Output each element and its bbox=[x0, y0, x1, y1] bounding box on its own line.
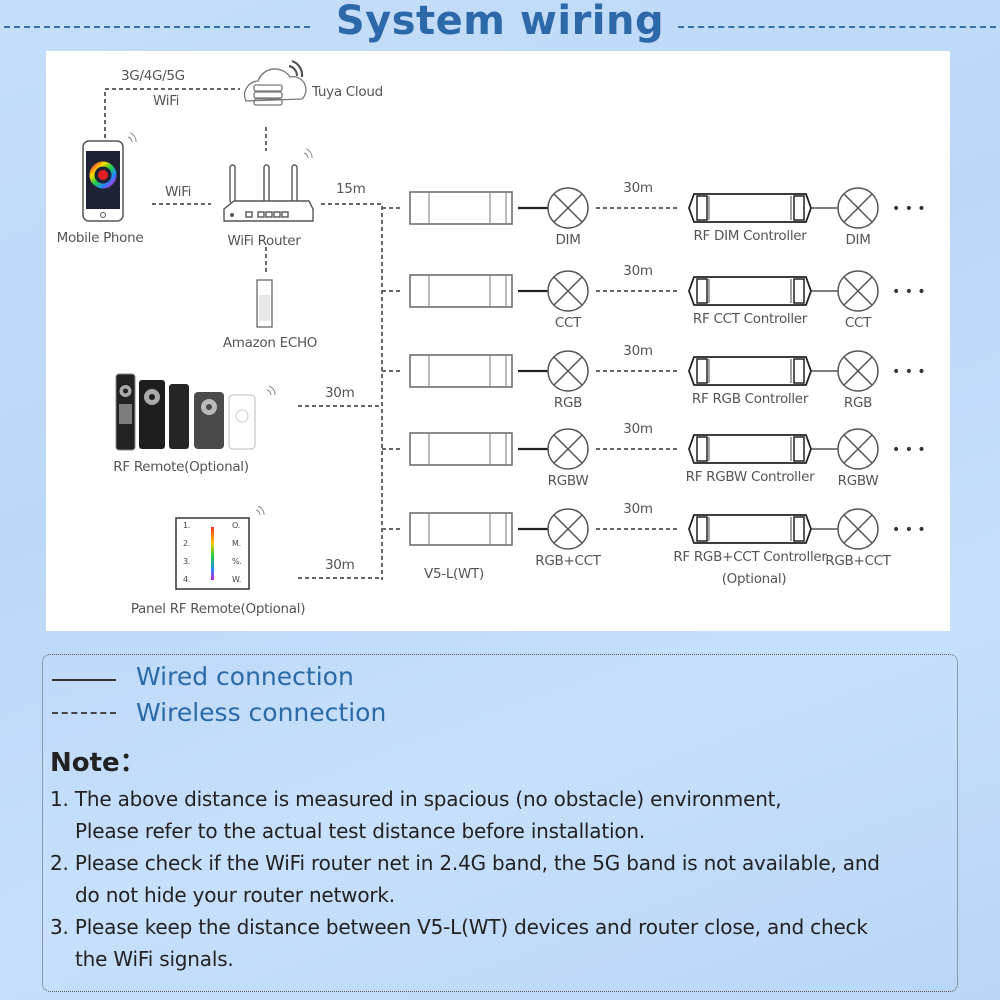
rf-controller-note: (Optional) bbox=[721, 571, 787, 587]
wired-line-sample bbox=[52, 679, 116, 681]
rf-controller-label: RF RGB Controller bbox=[691, 391, 809, 407]
lamp-label: RGB bbox=[553, 395, 583, 411]
rf-controller-icon bbox=[688, 276, 812, 306]
lamp-label: RGB+CCT bbox=[825, 553, 891, 569]
note-line-3b: the WiFi signals. bbox=[75, 947, 234, 971]
panel-key-right: %. bbox=[232, 557, 242, 566]
panel-remote-label: Panel RF Remote(Optional) bbox=[130, 601, 306, 617]
lamp-label: RGBW bbox=[547, 473, 589, 489]
rf-distance-label: 30m bbox=[623, 180, 653, 196]
tuya-cloud-label: Tuya Cloud bbox=[312, 84, 383, 100]
panel-remote-distance-label: 30m bbox=[325, 557, 355, 573]
panel-key-right: O. bbox=[232, 521, 240, 530]
v5-device-icon bbox=[409, 191, 513, 225]
rf-remote-label: RF Remote(Optional) bbox=[113, 459, 249, 475]
more-icon: • • • bbox=[892, 522, 926, 538]
lamp-icon bbox=[837, 270, 879, 312]
amazon-echo-icon bbox=[256, 279, 273, 328]
title-row: System wiring bbox=[0, 0, 1000, 48]
wifi-router-icon bbox=[223, 148, 314, 222]
rf-controller-icon bbox=[688, 356, 812, 386]
lamp-icon bbox=[547, 270, 589, 312]
lamp-label: RGBW bbox=[837, 473, 879, 489]
note-line-3: 3. Please keep the distance between V5-L… bbox=[50, 915, 868, 939]
panel-key-left: 4. bbox=[183, 575, 191, 584]
phone-router-label: WiFi bbox=[165, 184, 192, 200]
rf-controller-label: RF RGBW Controller bbox=[685, 469, 815, 485]
note-line-1b: Please refer to the actual test distance… bbox=[75, 819, 646, 843]
rows-layer: • • • • • • • • • • • • • • • bbox=[382, 187, 926, 550]
rf-distance-label: 30m bbox=[623, 343, 653, 359]
more-icon: • • • bbox=[892, 284, 926, 300]
rf-distance-label: 30m bbox=[623, 421, 653, 437]
lamp-icon bbox=[837, 187, 879, 229]
phone-cloud-link bbox=[104, 88, 240, 138]
device-model-label: V5-L(WT) bbox=[424, 566, 484, 582]
page-title: System wiring bbox=[335, 0, 665, 44]
rf-controller-icon bbox=[688, 193, 812, 223]
panel-key-left: 1. bbox=[183, 521, 191, 530]
rf-distance-label: 30m bbox=[623, 263, 653, 279]
lamp-label: RGB+CCT bbox=[535, 553, 601, 569]
rf-controller-icon bbox=[688, 514, 812, 544]
note-line-2: 2. Please check if the WiFi router net i… bbox=[50, 851, 880, 875]
wifi-router-label: WiFi Router bbox=[227, 233, 301, 249]
lamp-icon bbox=[547, 187, 589, 229]
trunk-link bbox=[321, 203, 383, 580]
note-title: Note： bbox=[50, 748, 146, 778]
rf-controller-label: RF DIM Controller bbox=[693, 228, 807, 244]
panel-remote-icon bbox=[175, 505, 265, 590]
v5-device-icon bbox=[409, 512, 513, 546]
cloud-link-label-top: 3G/4G/5G bbox=[121, 68, 185, 84]
rf-remote-icons bbox=[115, 373, 276, 451]
lamp-icon bbox=[837, 508, 879, 550]
title-dash-right bbox=[678, 26, 996, 28]
mobile-phone-icon bbox=[82, 132, 137, 222]
v5-device-icon bbox=[409, 432, 513, 466]
lamp-icon bbox=[837, 428, 879, 470]
panel-key-left: 3. bbox=[183, 557, 191, 566]
rf-controller-label: RF CCT Controller bbox=[692, 311, 808, 327]
lamp-icon bbox=[547, 508, 589, 550]
amazon-echo-label: Amazon ECHO bbox=[222, 335, 318, 351]
lamp-label: CCT bbox=[554, 315, 582, 331]
v5-device-icon bbox=[409, 354, 513, 388]
mobile-phone-label: Mobile Phone bbox=[56, 230, 144, 246]
lamp-icon bbox=[547, 350, 589, 392]
more-icon: • • • bbox=[892, 201, 926, 217]
panel-key-right: W. bbox=[232, 575, 241, 584]
panel-key-left: 2. bbox=[183, 539, 191, 548]
note-line-2b: do not hide your router network. bbox=[75, 883, 395, 907]
wireless-links bbox=[104, 88, 383, 580]
panel-key-right: M. bbox=[232, 539, 241, 548]
lamp-label: RGB bbox=[843, 395, 873, 411]
more-icon: • • • bbox=[892, 442, 926, 458]
lamp-label: CCT bbox=[844, 315, 872, 331]
v5-device-icon bbox=[409, 274, 513, 308]
wireless-line-sample bbox=[52, 712, 116, 714]
cloud-icon bbox=[243, 59, 307, 106]
rf-controller-label: RF RGB+CCT Controller bbox=[673, 549, 827, 565]
cloud-link-label-bottom: WiFi bbox=[153, 93, 180, 109]
lamp-label: DIM bbox=[845, 232, 871, 248]
wiring-diagram: • • • • • • • • • • • • • • • bbox=[46, 51, 950, 631]
lamp-icon bbox=[547, 428, 589, 470]
router-distance-label: 15m bbox=[336, 181, 366, 197]
legend-notes-box bbox=[42, 654, 958, 992]
rf-controller-icon bbox=[688, 434, 812, 464]
note-line-1: 1. The above distance is measured in spa… bbox=[50, 787, 782, 811]
title-dash-left bbox=[4, 26, 310, 28]
more-icon: • • • bbox=[892, 364, 926, 380]
rf-remote-distance-label: 30m bbox=[325, 385, 355, 401]
wireless-connection-label: Wireless connection bbox=[136, 698, 387, 727]
rf-distance-label: 30m bbox=[623, 501, 653, 517]
diagram-canvas: • • • • • • • • • • • • • • • bbox=[82, 59, 926, 590]
lamp-icon bbox=[837, 350, 879, 392]
wired-connection-label: Wired connection bbox=[136, 662, 354, 691]
lamp-label: DIM bbox=[555, 232, 581, 248]
